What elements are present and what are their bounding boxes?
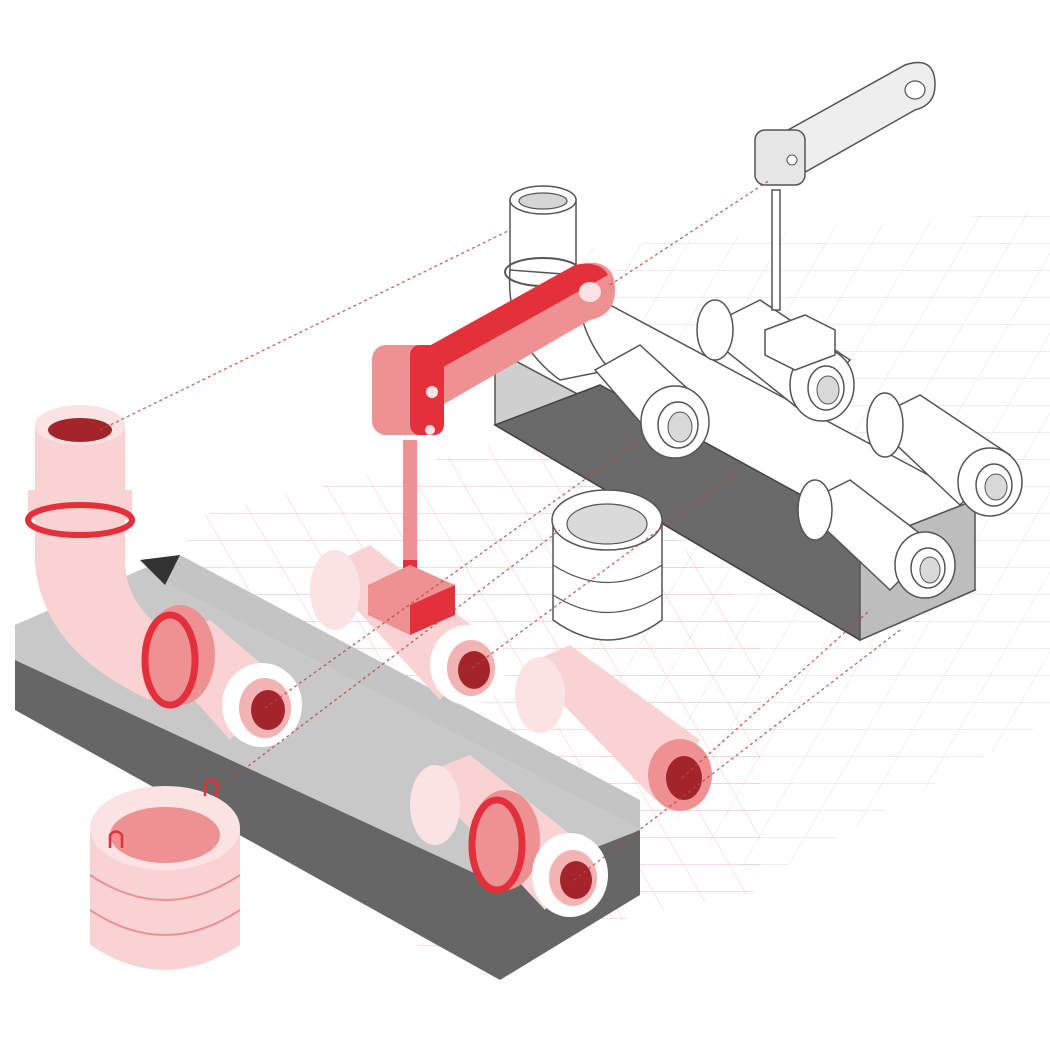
ghost-elbow-pipe [504, 185, 612, 381]
red-pipe-segment [141, 605, 302, 747]
correspondence-lines [99, 179, 901, 881]
ghost-robot-arm [754, 61, 936, 371]
red-pipe-segment [410, 755, 608, 917]
red-pipe-segment [515, 645, 712, 811]
ghost-assembly [493, 61, 1023, 642]
red-robot-arm [368, 262, 615, 635]
ghost-pipe-segment [866, 392, 1023, 517]
ghost-pipe-segment [593, 344, 710, 459]
red-assembly [15, 262, 712, 980]
red-coupling-ring [89, 778, 241, 970]
ghost-pipe-segment [797, 479, 956, 599]
ghost-coupling-ring [551, 489, 663, 641]
